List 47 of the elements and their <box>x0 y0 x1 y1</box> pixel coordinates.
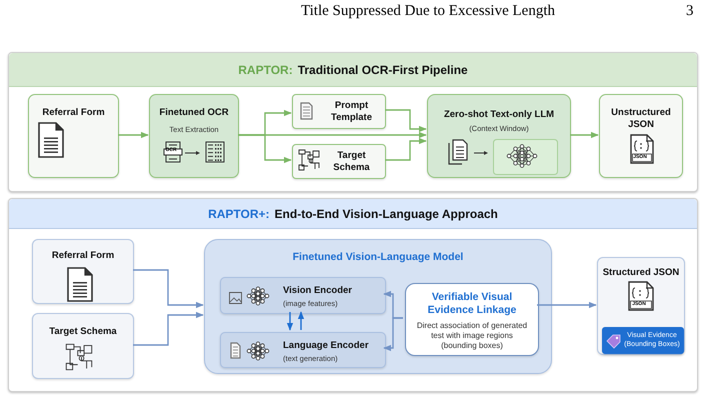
process-box <box>427 94 571 178</box>
arrow <box>570 132 599 138</box>
process-box <box>149 94 239 178</box>
arrow <box>238 132 427 138</box>
process-box <box>597 257 685 355</box>
arrow <box>385 138 427 161</box>
node-title: Structured JSON <box>602 267 680 279</box>
arrow <box>385 109 427 132</box>
process-box <box>292 144 386 179</box>
method-name: RAPTOR+: <box>208 206 270 220</box>
node-title: Finetuned Vision-Language Model <box>292 251 464 264</box>
node-title: Unstructured JSON <box>610 107 672 131</box>
encoder-box <box>220 332 386 368</box>
arrow <box>298 311 304 330</box>
node-title: Target Schema <box>48 326 118 338</box>
node-title: Finetuned OCR <box>158 107 230 119</box>
node-title: Verifiable Visual Evidence Linkage <box>426 291 518 318</box>
arrow <box>133 312 204 346</box>
process-box <box>599 94 683 178</box>
process-box <box>28 94 119 178</box>
page-number: 3 <box>686 3 694 20</box>
node-subtitle: Direct association of generated test with image regions (bounding boxes) <box>416 321 528 351</box>
node-title: Zero-shot Text-only LLM <box>442 109 556 121</box>
linkage-box <box>405 283 539 356</box>
node-title: Prompt Template <box>330 100 373 124</box>
arrow <box>133 269 204 308</box>
node-title: Vision Encoder <box>283 285 353 297</box>
arrow <box>537 302 597 308</box>
section-title: Traditional OCR-First Pipeline <box>298 62 468 76</box>
method-name: RAPTOR: <box>238 62 293 76</box>
node-title: Referral Form <box>50 250 116 262</box>
evidence-badge <box>602 327 684 354</box>
arrow <box>383 317 403 352</box>
node-title: Language Encoder <box>283 340 370 352</box>
process-box <box>32 313 134 379</box>
section-panel <box>8 52 698 192</box>
encoder-box <box>220 277 386 314</box>
section-panel <box>8 198 698 392</box>
node-title: Target Schema <box>332 150 371 174</box>
process-box <box>32 239 134 304</box>
process-box <box>292 94 386 129</box>
model-container <box>204 239 552 374</box>
section-title: End-to-End Vision-Language Approach <box>274 206 498 220</box>
arrow <box>118 132 149 138</box>
node-title: Referral Form <box>41 107 106 119</box>
running-header: Title Suppressed Due to Excessive Length <box>301 3 555 20</box>
arrow <box>286 312 294 331</box>
